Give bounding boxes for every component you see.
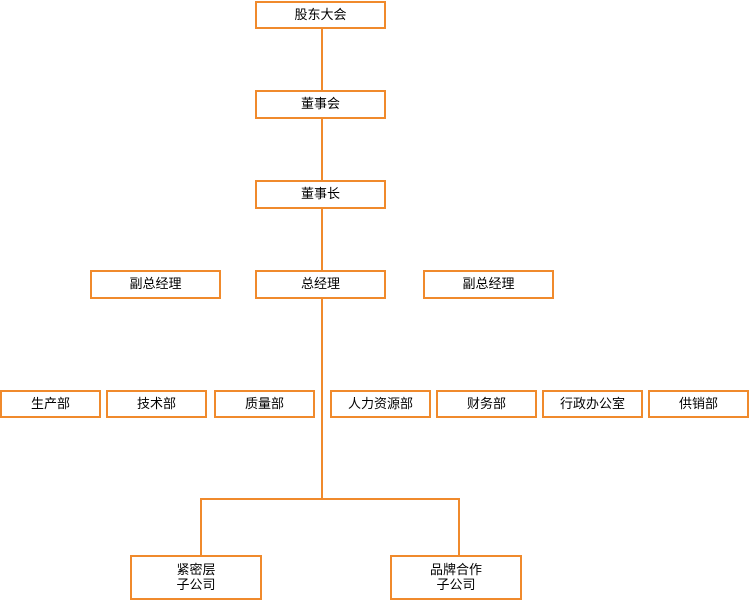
- department-admin-office-box: 行政办公室: [542, 390, 643, 418]
- department-production-label: 生产部: [30, 396, 70, 412]
- department-production-box: 生产部: [0, 390, 101, 418]
- department-hr-box: 人力资源部: [330, 390, 431, 418]
- subsidiary-close-tier-box: 紧密层 子公司: [130, 555, 262, 600]
- department-hr-label: 人力资源部: [347, 396, 413, 412]
- department-supply-sales-label: 供销部: [678, 396, 718, 412]
- general-manager-label: 总经理: [300, 277, 340, 292]
- subsidiary-close-tier-label: 紧密层 子公司: [176, 563, 215, 593]
- deputy-general-manager-left-label: 副总经理: [129, 277, 182, 292]
- department-quality-label: 质量部: [244, 396, 284, 412]
- department-technology-box: 技术部: [106, 390, 207, 418]
- subsidiary-brand-partner-line2: 子公司: [436, 577, 476, 593]
- chairman-box: 董事长: [255, 180, 386, 209]
- department-finance-label: 财务部: [466, 396, 506, 412]
- department-quality-box: 质量部: [214, 390, 315, 418]
- department-supply-sales-box: 供销部: [648, 390, 749, 418]
- shareholders-meeting-label: 股东大会: [294, 7, 347, 23]
- subsidiary-brand-partner-box: 品牌合作 子公司: [390, 555, 522, 600]
- subsidiary-close-tier-line2: 子公司: [176, 577, 216, 593]
- subsidiary-brand-partner-line1: 品牌合作: [429, 562, 482, 578]
- department-technology-label: 技术部: [136, 396, 176, 412]
- chairman-label: 董事长: [300, 187, 340, 202]
- department-finance-box: 财务部: [436, 390, 537, 418]
- board-of-directors-label: 董事会: [300, 97, 340, 112]
- deputy-general-manager-right-box: 副总经理: [423, 270, 554, 299]
- shareholders-meeting-box: 股东大会: [255, 1, 386, 29]
- deputy-general-manager-right-label: 副总经理: [462, 277, 515, 292]
- board-of-directors-box: 董事会: [255, 90, 386, 119]
- general-manager-box: 总经理: [255, 270, 386, 299]
- department-admin-office-label: 行政办公室: [559, 396, 625, 412]
- subsidiary-close-tier-line1: 紧密层: [176, 562, 216, 578]
- subsidiary-brand-partner-label: 品牌合作 子公司: [430, 563, 482, 593]
- deputy-general-manager-left-box: 副总经理: [90, 270, 221, 299]
